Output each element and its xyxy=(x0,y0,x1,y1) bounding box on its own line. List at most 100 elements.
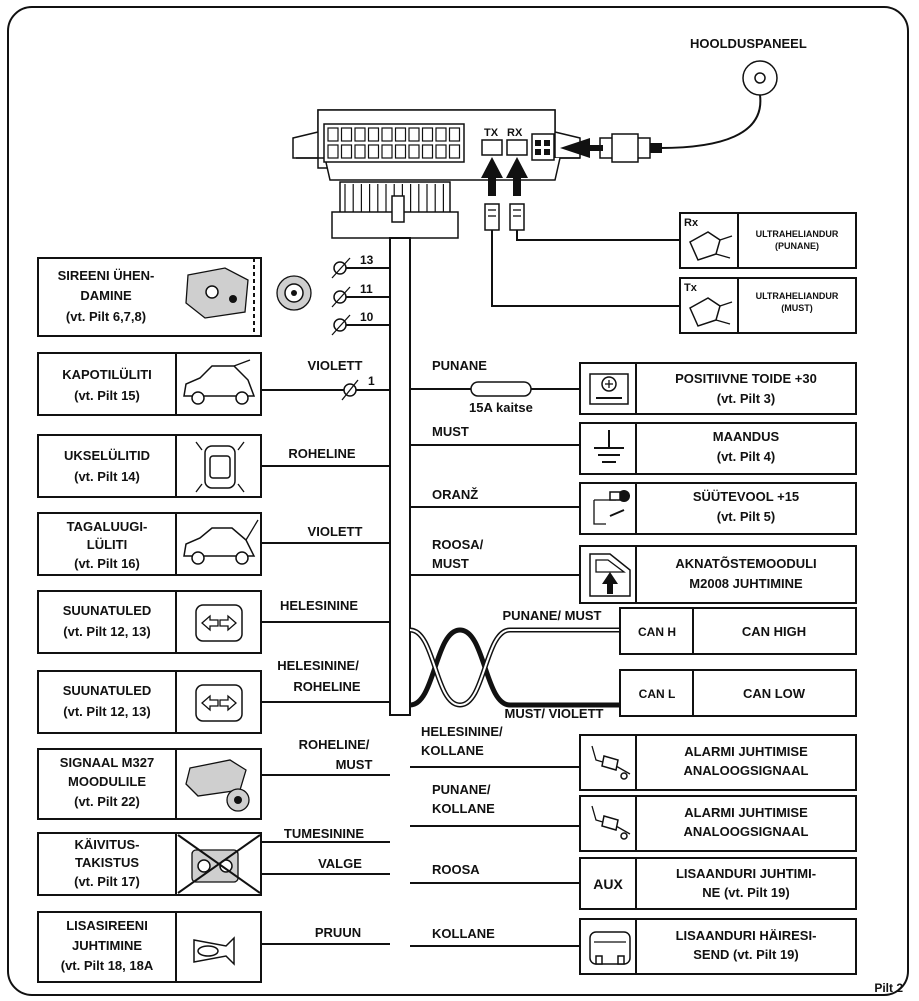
siren-line2: DAMINE xyxy=(80,288,132,303)
aux-tag: AUX xyxy=(593,876,623,892)
window-lift-row: ROOSA/ MUST AKNATÕSTEMOODULI M2008 JUHTI… xyxy=(410,537,857,604)
yel-wire-label: KOLLANE xyxy=(432,926,495,941)
rx-sensor-line1: ULTRAHELIANDUR xyxy=(756,229,839,239)
turn1-wire-label: HELESININE xyxy=(280,598,358,613)
signal-m327-box: SIGNAAL M327 MOODULILE (vt. Pilt 22) ROH… xyxy=(37,737,390,820)
ground-row: MUST MAANDUS (vt. Pilt 4) xyxy=(410,422,857,475)
turn2-wire-line2: ROHELINE xyxy=(293,679,361,694)
rx-sensor-line2: (PUNANE) xyxy=(775,241,819,251)
engine-blocked-icon xyxy=(177,834,261,894)
tx-rx-arrows xyxy=(481,157,690,307)
siren-connection-box: SIREENI ÜHEN- DAMINE (vt. Pilt 6,7,8) xyxy=(37,257,262,337)
pin-11: 11 xyxy=(360,282,373,296)
hood-line2: (vt. Pilt 15) xyxy=(74,388,140,403)
power-line2: (vt. Pilt 3) xyxy=(717,391,776,406)
hood-switch-box: KAPOTILÜLITI (vt. Pilt 15) 1 VIOLETT xyxy=(37,352,390,416)
siren-line1: SIREENI ÜHEN- xyxy=(58,268,155,283)
turn-signal-box-1: SUUNATULED (vt. Pilt 12, 13) HELESININE xyxy=(37,590,390,654)
turn1-line2: (vt. Pilt 12, 13) xyxy=(63,624,150,639)
battery-plus-icon xyxy=(589,373,629,405)
addsiren-line3: (vt. Pilt 18, 18A xyxy=(61,958,154,973)
additional-siren-box: LISASIREENI JUHTIMINE (vt. Pilt 18, 18A … xyxy=(37,911,390,983)
ign-line2: (vt. Pilt 5) xyxy=(717,509,776,524)
canh-wire-label: PUNANE/ MUST xyxy=(503,608,602,623)
power-wire-label: PUNANE xyxy=(432,358,487,373)
immob-line1: KÄIVITUS- xyxy=(75,837,140,852)
turn-signal-icon-2 xyxy=(195,684,243,722)
main-connector-port xyxy=(327,127,461,159)
aux-row: ROOSA AUX LISAANDURI JUHTIMI- NE (vt. Pi… xyxy=(410,857,857,910)
yel-line2: SEND (vt. Pilt 19) xyxy=(693,947,798,962)
service-panel-label: HOOLDUSPANEEL xyxy=(690,36,807,51)
win-wire-line1: ROOSA/ xyxy=(432,537,484,552)
turn2-wire-line1: HELESININE/ xyxy=(277,658,359,673)
ground-icon xyxy=(594,430,624,463)
alarm2-wire-line2: KOLLANE xyxy=(432,801,495,816)
signal-line2: MOODULILE xyxy=(68,774,146,789)
addsiren-line1: LISASIREENI xyxy=(66,918,148,933)
ultrasonic-sensor-rx: Rx ULTRAHELIANDUR (PUNANE) xyxy=(679,212,857,269)
turn2-line2: (vt. Pilt 12, 13) xyxy=(63,704,150,719)
turn2-line1: SUUNATULED xyxy=(63,683,152,698)
door-wire-label: ROHELINE xyxy=(288,446,356,461)
trunk-wire-label: VIOLETT xyxy=(308,524,363,539)
immob-wire1-label: TUMESININE xyxy=(284,826,365,841)
power-supply-row: PUNANE 15A kaitse POSITIIVNE TOIDE +30 (… xyxy=(410,358,857,415)
pin-1: 1 xyxy=(368,374,375,388)
addsiren-line2: JUHTIMINE xyxy=(72,938,142,953)
hood-line1: KAPOTILÜLITI xyxy=(62,367,152,382)
aux-line1: LISAANDURI JUHTIMI- xyxy=(676,866,816,881)
ignition-key-icon xyxy=(593,490,630,525)
canl-label: CAN LOW xyxy=(743,686,806,701)
alarm1-line2: ANALOOGSIGNAAL xyxy=(684,763,809,778)
can-bus-twisted-pair: PUNANE/ MUST MUST/ VIOLETT xyxy=(409,608,620,721)
trunk-switch-box: TAGALUUGI- LÜLITI (vt. Pilt 16) VIOLETT xyxy=(37,512,390,576)
ultrasonic-sensor-tx: Tx ULTRAHELIANDUR (MUST) xyxy=(679,277,857,334)
canl-tag: CAN L xyxy=(639,687,676,701)
immobilizer-box: KÄIVITUS- TAKISTUS (vt. Pilt 17) TUMESIN… xyxy=(37,826,390,896)
siren-wires: 13 11 10 xyxy=(331,253,390,336)
window-lift-icon xyxy=(589,553,631,597)
signal-line3: (vt. Pilt 22) xyxy=(74,794,140,809)
tx-tag: Tx xyxy=(684,282,698,294)
figure-label: Pilt 2 xyxy=(874,981,903,995)
car-doors-icon xyxy=(195,441,245,493)
ground-wire-label: MUST xyxy=(432,424,469,439)
rx-tag: Rx xyxy=(684,217,699,229)
ignition-row: ORANŽ SÜÜTEVOOL +15 (vt. Pilt 5) xyxy=(410,482,857,535)
yel-line1: LISAANDURI HÄIRESI- xyxy=(676,928,817,943)
rx-port-label: RX xyxy=(507,127,523,139)
signal-wire-line2: MUST xyxy=(336,757,373,772)
fuse-label: 15A kaitse xyxy=(469,400,533,415)
immob-line2: TAKISTUS xyxy=(75,855,139,870)
probe-clip-icon-2 xyxy=(591,805,631,840)
probe-clip-icon xyxy=(591,745,631,780)
turn1-line1: SUUNATULED xyxy=(63,603,152,618)
canh-label: CAN HIGH xyxy=(742,624,806,639)
module-icon xyxy=(185,759,250,812)
alarm1-wire-line1: HELESININE/ xyxy=(421,724,503,739)
immob-line3: (vt. Pilt 17) xyxy=(74,874,140,889)
siren-round-icon xyxy=(276,275,312,311)
sensor-module-icon xyxy=(589,931,631,965)
win-line1: AKNATÕSTEMOODULI xyxy=(675,556,816,571)
tx-sensor-line1: ULTRAHELIANDUR xyxy=(756,291,839,301)
canh-tag: CAN H xyxy=(638,625,676,639)
alarm1-line1: ALARMI JUHTIMISE xyxy=(684,744,808,759)
pin-10: 10 xyxy=(360,310,374,324)
alarm2-line2: ANALOOGSIGNAAL xyxy=(684,824,809,839)
aux-wire-label: ROOSA xyxy=(432,862,480,877)
door-line1: UKSELÜLITID xyxy=(64,448,150,463)
win-line2: M2008 JUHTIMINE xyxy=(689,576,803,591)
ground-line2: (vt. Pilt 4) xyxy=(717,449,776,464)
addsiren-wire-label: PRUUN xyxy=(315,925,361,940)
car-trunk-icon xyxy=(183,519,259,565)
ground-line1: MAANDUS xyxy=(713,429,780,444)
main-connector-plug xyxy=(331,181,459,239)
canl-wire-label: MUST/ VIOLETT xyxy=(505,706,604,721)
door-switch-box: UKSELÜLITID (vt. Pilt 14) ROHELINE xyxy=(37,434,390,498)
ign-wire-label: ORANŽ xyxy=(432,487,478,502)
control-unit: TX RX xyxy=(292,109,581,181)
tx-sensor-line2: (MUST) xyxy=(781,303,813,313)
